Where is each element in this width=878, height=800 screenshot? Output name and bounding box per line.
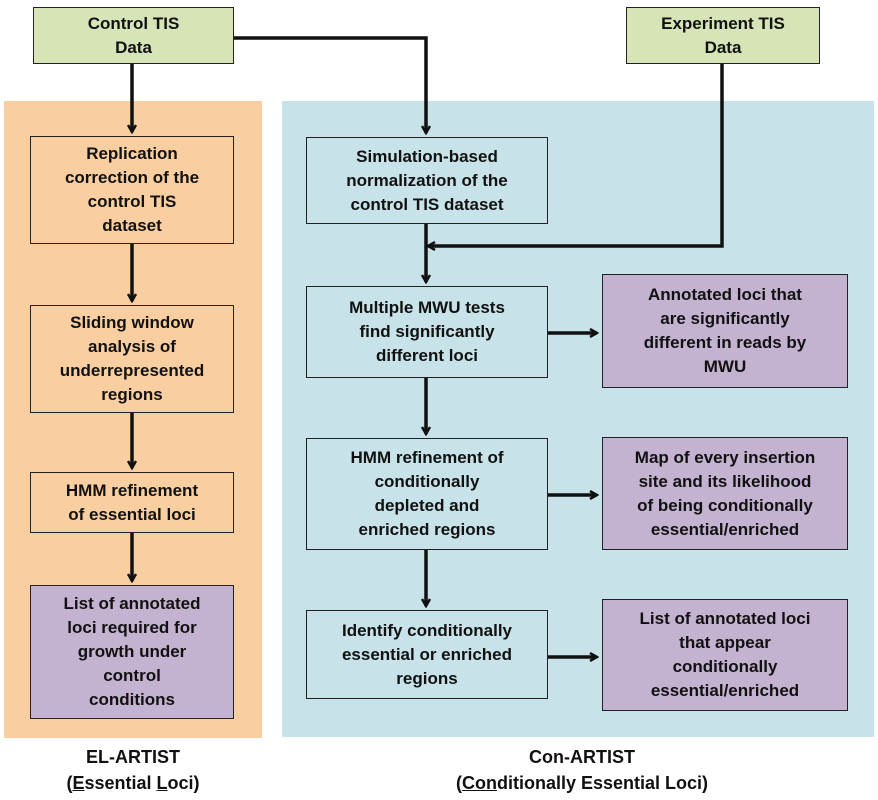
con-artist-title: Con-ARTIST — [529, 747, 635, 767]
sliding-window-box: Sliding window analysis of underrepresen… — [30, 305, 234, 413]
el-artist-subtitle: (Essential Loci) — [66, 773, 200, 793]
control-tis-data-box: Control TIS Data — [33, 7, 234, 64]
list-control-loci-box: List of annotated loci required for grow… — [30, 585, 234, 719]
list-conditional-loci-box: List of annotated loci that appear condi… — [602, 599, 848, 711]
hmm-conditional-box: HMM refinement of conditionally depleted… — [306, 438, 548, 550]
annotated-mwu-box: Annotated loci that are significantly di… — [602, 274, 848, 388]
mwu-tests-box: Multiple MWU tests find significantly di… — [306, 286, 548, 378]
replication-correction-box: Replication correction of the control TI… — [30, 136, 234, 244]
experiment-tis-data-box: Experiment TIS Data — [626, 7, 820, 64]
el-artist-caption: EL-ARTIST (Essential Loci) — [4, 744, 262, 796]
insertion-map-box: Map of every insertion site and its like… — [602, 437, 848, 550]
hmm-essential-box: HMM refinement of essential loci — [30, 472, 234, 533]
identify-regions-box: Identify conditionally essential or enri… — [306, 610, 548, 699]
el-artist-title: EL-ARTIST — [86, 747, 180, 767]
con-artist-subtitle: (Conditionally Essential Loci) — [455, 773, 709, 793]
con-artist-caption: Con-ARTIST (Conditionally Essential Loci… — [402, 744, 762, 796]
simulation-normalization-box: Simulation-based normalization of the co… — [306, 137, 548, 224]
